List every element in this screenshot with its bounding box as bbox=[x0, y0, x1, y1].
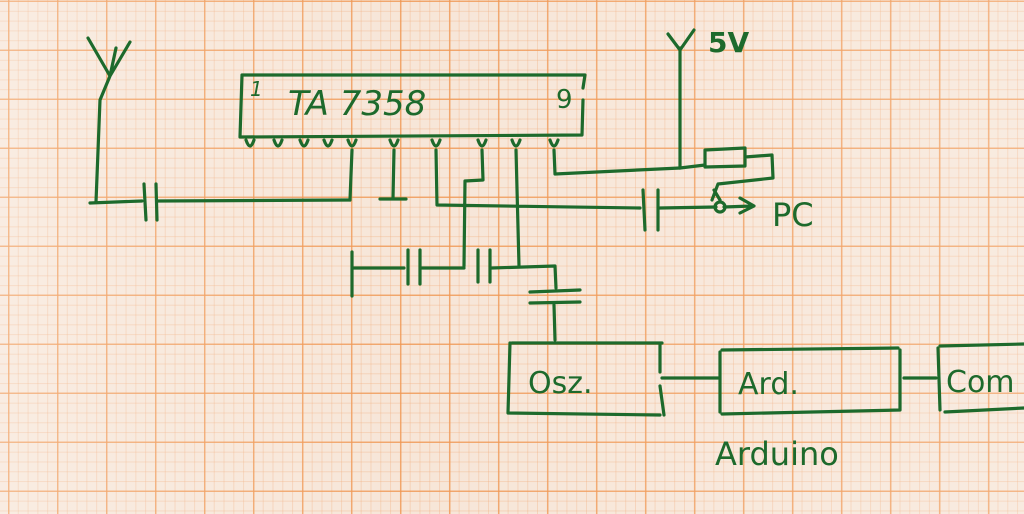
oscillator-label: Osz. bbox=[528, 366, 593, 401]
arduino-short-label: Ard. bbox=[738, 367, 799, 402]
computer-label: Com bbox=[946, 365, 1015, 400]
ic-label: TA 7358 bbox=[288, 84, 426, 124]
arduino-caption: Arduino bbox=[715, 435, 839, 473]
output-capacitor bbox=[641, 188, 660, 232]
antenna-wire bbox=[88, 199, 144, 205]
ic-pin9-label: 9 bbox=[556, 85, 573, 115]
ic-pins bbox=[244, 138, 560, 148]
capacitor-chain bbox=[350, 248, 582, 342]
supply-label: 5V bbox=[708, 26, 749, 59]
arduino-block: Ard. bbox=[718, 346, 902, 416]
input-wire bbox=[156, 198, 352, 203]
supply-wire bbox=[666, 28, 707, 170]
potentiometer bbox=[703, 146, 775, 202]
oscillator-block: Osz. bbox=[506, 341, 666, 417]
ic-pin1-label: 1 bbox=[250, 77, 263, 101]
pin-wires bbox=[348, 148, 682, 268]
output-terminal bbox=[713, 200, 727, 214]
computer-block: Com bbox=[936, 342, 1024, 414]
pc-label: PC bbox=[772, 196, 814, 234]
antenna bbox=[86, 36, 132, 204]
output-wire bbox=[658, 196, 756, 215]
ic-ta7358: 1 TA 7358 9 bbox=[238, 73, 587, 139]
input-capacitor bbox=[142, 182, 159, 222]
